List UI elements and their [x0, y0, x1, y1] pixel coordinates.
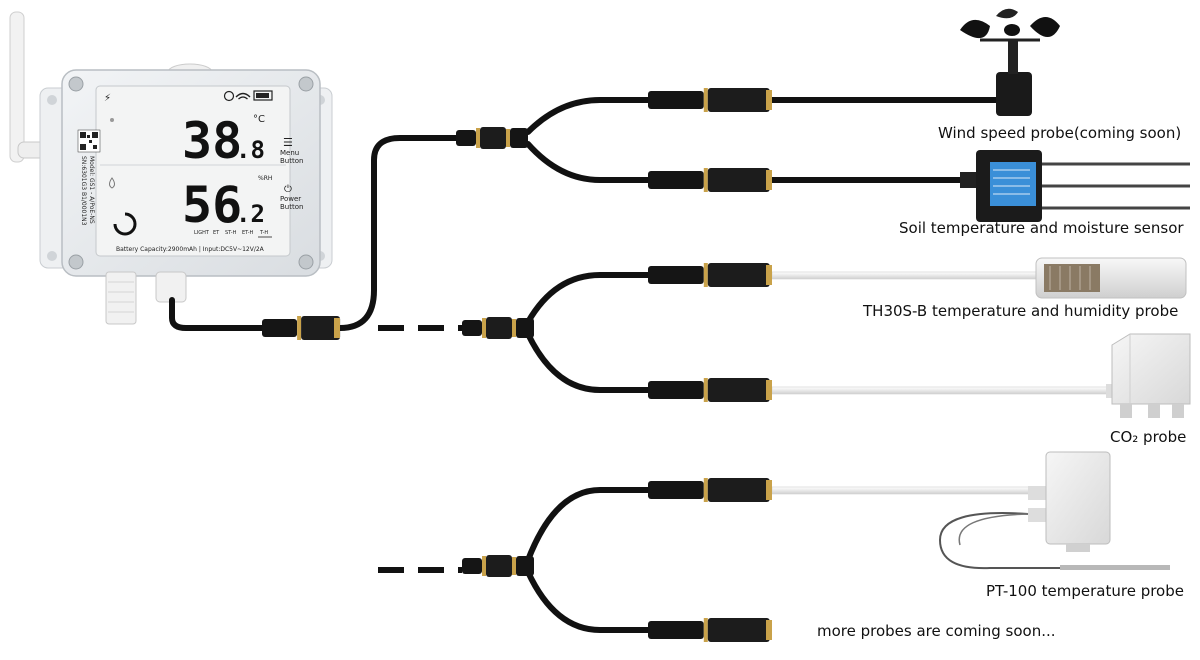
mode-et: ET — [213, 230, 220, 236]
probe-label-wind: Wind speed probe(coming soon) — [938, 124, 1182, 142]
device-footer: Battery Capacity:2900mAh | Input:DC5V~12… — [116, 246, 265, 253]
probe-connector — [648, 168, 772, 192]
plug-icon: ⚡ — [104, 93, 111, 104]
temperature-value: 38 — [182, 112, 242, 170]
progress-ring-icon — [113, 212, 137, 236]
model-line-1: Model: GS1 - A/PoE-NS — [88, 156, 95, 224]
mode-et-h: ET-H — [242, 230, 254, 236]
th30s-b-probe — [1035, 257, 1187, 299]
globe-icon — [223, 90, 235, 102]
humidity-decimal: .2 — [236, 200, 265, 228]
probe-connector — [648, 263, 772, 287]
menu-icon[interactable]: ☰ — [283, 136, 293, 149]
wind-speed-probe — [960, 8, 1060, 116]
drop-icon — [109, 177, 115, 189]
probe-connector — [648, 378, 772, 402]
temperature-unit: °C — [253, 114, 265, 125]
qr-code — [77, 129, 101, 153]
probe-label-more: more probes are coming soon... — [817, 622, 1056, 640]
antenna — [9, 11, 25, 163]
probe-label-co2: CO₂ probe — [1110, 428, 1187, 446]
menu-label: Menu — [280, 149, 299, 157]
probe-label-pt100: PT-100 temperature probe — [986, 582, 1184, 600]
menu-sublabel: Button — [280, 157, 303, 165]
sensor-port — [105, 271, 137, 325]
probe-connector — [648, 88, 772, 112]
cable-network — [169, 97, 1003, 633]
humidity-unit: %RH — [258, 175, 272, 182]
power-label: Power — [280, 195, 301, 203]
mode-light: LIGHT — [194, 230, 210, 236]
soil-sensor — [960, 150, 1190, 222]
probe-connector — [648, 618, 772, 642]
battery-icon — [253, 90, 273, 101]
model-line-2: SN:6301G3 B1/0001N3 — [80, 156, 87, 226]
mode-row: LIGHT ET ST-H ET-H T-H — [194, 230, 268, 236]
power-icon[interactable]: ⏻ — [284, 184, 292, 195]
co2-probe — [1106, 333, 1191, 418]
probe-label-soil: Soil temperature and moisture sensor — [899, 219, 1184, 237]
lcd-screen — [95, 85, 291, 257]
thermometer-icon — [110, 118, 114, 122]
device-connector — [262, 316, 341, 340]
power-sublabel: Button — [280, 203, 303, 211]
temperature-decimal: .8 — [236, 136, 265, 164]
splitter-connector — [462, 317, 534, 339]
mode-t-h: T-H — [259, 230, 268, 236]
pt100-probe — [938, 451, 1170, 570]
data-logger-device: ⚡ Model: GS1 - A/PoE-NS SN:6301G3 B1/000… — [9, 11, 333, 325]
dashed-links — [378, 325, 462, 573]
humidity-value: 56 — [182, 176, 242, 234]
splitter-connector — [462, 555, 534, 577]
probe-connector — [648, 478, 772, 502]
probe-label-th30s: TH30S-B temperature and humidity probe — [863, 302, 1179, 320]
mode-st-h: ST-H — [225, 230, 237, 236]
splitter-connector — [456, 127, 528, 149]
wifi-icon — [235, 92, 251, 100]
connectors — [262, 88, 772, 642]
